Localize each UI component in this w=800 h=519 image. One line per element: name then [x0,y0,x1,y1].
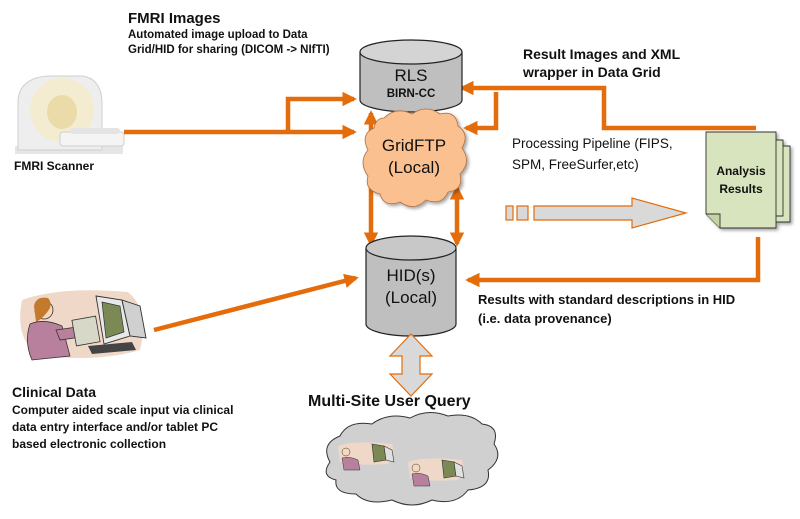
arrow-clinical-to-hid [153,273,359,333]
result-images-line1: Result Images and XML [523,46,681,62]
analysis-results-pages[interactable] [705,131,791,229]
arrow-results-to-hid [465,237,761,288]
results-hid-line1: Results with standard descriptions in HI… [478,292,736,307]
fmri-images-desc-line2: Grid/HID for sharing (DICOM -> NIfTI) [128,44,330,56]
processing-pipeline-line1: Processing Pipeline (FIPS, [512,136,673,151]
users-cloud-icon[interactable] [325,412,499,506]
arrow-scanner-to-rls [285,91,357,132]
results-hid-line2: (i.e. data provenance) [478,311,612,326]
multi-site-query-title: Multi-Site User Query [308,393,471,410]
gridftp-sublabel: (Local) [388,158,440,177]
gridftp-label: GridFTP [381,136,447,155]
user-at-computer-icon [408,458,465,487]
user-at-computer-icon [338,442,395,471]
rls-sublabel: BIRN-CC [386,88,436,100]
analysis-results-line1: Analysis [716,164,766,178]
hid-sublabel: (Local) [385,288,437,307]
fmri-images-desc-line1: Automated image upload to Data [128,29,308,41]
rls-label: RLS [394,66,428,85]
clinical-data-title: Clinical Data [12,384,97,400]
clinical-data-line1: Computer aided scale input via clinical [12,403,234,417]
fmri-images-title: FMRI Images [128,10,221,27]
gridftp-cloud[interactable] [362,108,467,207]
processing-pipeline-line2: SPM, FreeSurfer,etc) [512,157,639,172]
hid-query-bidirectional-arrow[interactable] [388,333,434,397]
clinician-computer-icon [20,290,147,361]
analysis-results-line2: Results [719,182,763,196]
hid-label: HID(s) [386,266,436,285]
arrow-results-to-gridftp [463,92,499,136]
processing-pipeline-arrow [505,197,689,229]
arrow-results-to-rls [459,80,756,131]
clinical-data-line3: based electronic collection [12,437,167,451]
clinical-data-line2: data entry interface and/or tablet PC [12,420,219,434]
result-images-line2: wrapper in Data Grid [523,64,661,80]
fmri-scanner-label: FMRI Scanner [14,159,95,173]
mri-scanner-icon [15,75,125,154]
hid-cylinder[interactable] [365,235,457,337]
rls-cylinder[interactable] [359,39,463,113]
